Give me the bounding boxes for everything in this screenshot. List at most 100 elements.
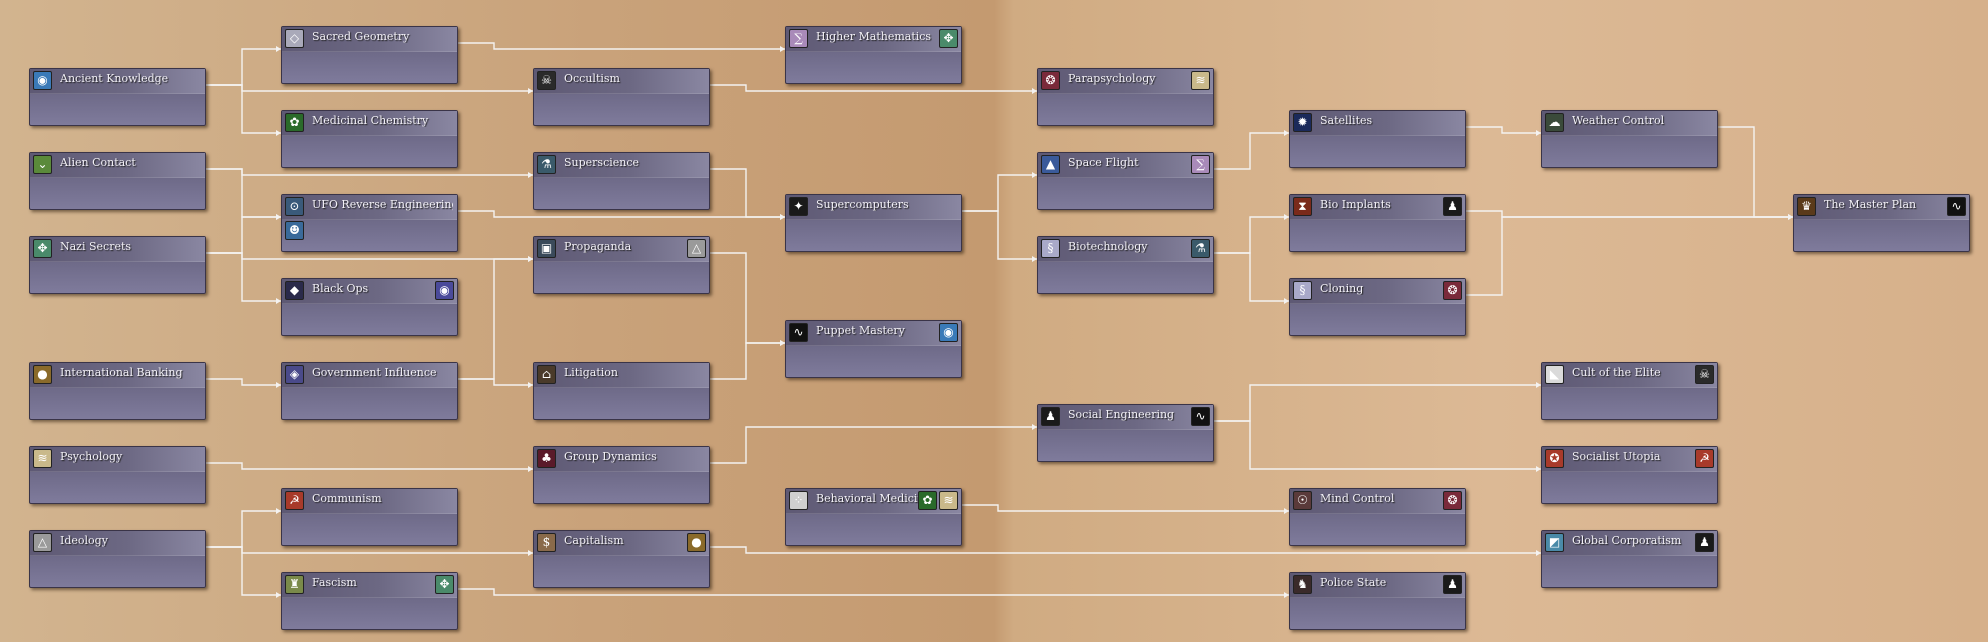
tech-node-bio-implants[interactable]: ⧗Bio Implants♟: [1289, 194, 1466, 252]
tech-node-the-master-plan[interactable]: ♛The Master Plan∿: [1793, 194, 1970, 252]
tech-node-alien-contact[interactable]: ⌄Alien Contact: [29, 152, 206, 210]
tech-node-occultism[interactable]: ☠Occultism: [533, 68, 710, 126]
coin-icon: ●: [33, 365, 52, 384]
tech-node-black-ops[interactable]: ◆Black Ops◉: [281, 278, 458, 336]
tech-node-ideology[interactable]: △ Ideology: [29, 530, 206, 588]
tech-node-header: [1542, 111, 1717, 136]
link-capitalism-to-global-corporatism: [710, 546, 1541, 554]
lab-icon: ⚗: [1191, 239, 1210, 258]
link-occultism-to-parapsychology: [710, 84, 1037, 92]
ufo-icon: ⊙: [285, 197, 304, 216]
tech-node-global-corporatism[interactable]: ◩Global Corporatism♟: [1541, 530, 1718, 588]
hammer-sickle-icon: ☭: [1695, 449, 1714, 468]
tech-node-header: [534, 153, 709, 178]
tech-node-name: Occultism: [564, 72, 620, 85]
tech-node-name: Sacred Geometry: [312, 30, 410, 43]
link-satellites-to-weather-control: [1466, 126, 1541, 134]
tech-node-capitalism[interactable]: $Capitalism●: [533, 530, 710, 588]
tech-node-medicinal-chemistry[interactable]: ✿Medicinal Chemistry: [281, 110, 458, 168]
link-group-dynamics-to-social-engineering: [710, 426, 1037, 464]
tech-node-group-dynamics[interactable]: ♣Group Dynamics: [533, 446, 710, 504]
tech-node-nazi-secrets[interactable]: ✥Nazi Secrets: [29, 236, 206, 294]
tech-node-name: Supercomputers: [816, 198, 909, 211]
tech-node-parapsychology[interactable]: ❂Parapsychology≋: [1037, 68, 1214, 126]
tech-node-name: Superscience: [564, 156, 640, 169]
tech-node-header: [282, 363, 457, 388]
tech-node-cloning[interactable]: §Cloning❂: [1289, 278, 1466, 336]
tech-node-behavioral-medicine[interactable]: ⁘Behavioral Medicine≋✿: [785, 488, 962, 546]
tech-node-superscience[interactable]: ⚗Superscience: [533, 152, 710, 210]
nazi-emblem-icon: ✥: [939, 29, 958, 48]
tech-node-header: [1542, 363, 1717, 388]
tech-node-name: Police State: [1320, 576, 1387, 589]
tech-node-higher-mathematics[interactable]: ∑Higher Mathematics✥: [785, 26, 962, 84]
link-ancient-knowledge-to-occultism: [206, 84, 533, 92]
tech-node-name: Fascism: [312, 576, 357, 589]
link-litigation-to-puppet-mastery: [710, 342, 785, 380]
tech-node-header: [30, 363, 205, 388]
tech-node-header: [1542, 531, 1717, 556]
tech-node-name: Capitalism: [564, 534, 624, 547]
link-biotechnology-to-cloning: [1214, 252, 1289, 302]
tech-node-social-engineering[interactable]: ♟Social Engineering∿: [1037, 404, 1214, 462]
tech-node-psychology[interactable]: ≋Psychology: [29, 446, 206, 504]
tech-node-weather-control[interactable]: ☁Weather Control: [1541, 110, 1718, 168]
tech-node-supercomputers[interactable]: ✦Supercomputers: [785, 194, 962, 252]
link-international-banking-to-government-influence: [206, 378, 281, 386]
tech-node-police-state[interactable]: ♞Police State♟: [1289, 572, 1466, 630]
chart-line-icon: ∿: [1947, 197, 1966, 216]
tech-node-header: [30, 69, 205, 94]
tech-node-header: [1038, 237, 1213, 262]
tech-node-government-influence[interactable]: ◈Government Influence: [281, 362, 458, 420]
tech-node-communism[interactable]: ☭Communism: [281, 488, 458, 546]
tech-node-name: Ancient Knowledge: [60, 72, 169, 85]
fascism-figure-icon: ♜: [285, 575, 304, 594]
tech-node-name: Biotechnology: [1068, 240, 1148, 253]
tech-node-ufo-reverse-engineering[interactable]: ⊙UFO Reverse Engineering☻: [281, 194, 458, 252]
tech-node-biotechnology[interactable]: §Biotechnology⚗: [1037, 236, 1214, 294]
chart-line-icon: ∿: [1191, 407, 1210, 426]
tech-node-name: Behavioral Medicine: [816, 492, 932, 505]
tech-node-header: [1290, 195, 1465, 220]
tech-node-header: [282, 111, 457, 136]
tech-node-sacred-geometry[interactable]: ◇Sacred Geometry: [281, 26, 458, 84]
skull-icon: ☠: [1695, 365, 1714, 384]
tech-node-name: Satellites: [1320, 114, 1373, 127]
link-social-engineering-to-socialist-utopia: [1214, 420, 1541, 470]
tech-node-space-flight[interactable]: ▲Space Flight∑: [1037, 152, 1214, 210]
tech-node-mind-control[interactable]: ☉Mind Control❂: [1289, 488, 1466, 546]
implant-icon: ⧗: [1293, 197, 1312, 216]
tech-node-header: [786, 321, 961, 346]
tech-node-header: [534, 531, 709, 556]
scroll-icon: ≋: [33, 449, 52, 468]
link-ideology-to-capitalism: [206, 546, 533, 554]
pyramid-icon: △: [33, 533, 52, 552]
tech-node-cult-of-the-elite[interactable]: ◣Cult of the Elite☠: [1541, 362, 1718, 420]
tech-node-header: [30, 447, 205, 472]
crowd-silhouette-icon: ♟: [1041, 407, 1060, 426]
tech-node-satellites[interactable]: ✹Satellites: [1289, 110, 1466, 168]
tech-node-name: Communism: [312, 492, 382, 505]
tech-node-litigation[interactable]: ⌂Litigation: [533, 362, 710, 420]
tech-node-socialist-utopia[interactable]: ✪Socialist Utopia☭: [1541, 446, 1718, 504]
pyramid-icon: △: [687, 239, 706, 258]
tech-node-propaganda[interactable]: ▣Propaganda△: [533, 236, 710, 294]
link-biotechnology-to-bio-implants: [1214, 216, 1289, 254]
storm-icon: ☁: [1545, 113, 1564, 132]
tech-node-puppet-mastery[interactable]: ∿Puppet Mastery◉: [785, 320, 962, 378]
tech-node-header: [1794, 195, 1969, 220]
tech-node-name: Black Ops: [312, 282, 369, 295]
link-nazi-secrets-to-propaganda: [206, 252, 533, 260]
tech-node-fascism[interactable]: ♜Fascism✥: [281, 572, 458, 630]
tech-node-name: Ideology: [60, 534, 108, 547]
tech-node-ancient-knowledge[interactable]: ◉Ancient Knowledge: [29, 68, 206, 126]
tech-node-name: Parapsychology: [1068, 72, 1156, 85]
link-cloning-to-the-master-plan: [1466, 216, 1793, 296]
tech-node-header: [534, 447, 709, 472]
tv-icon: ▣: [537, 239, 556, 258]
tech-node-name: Mind Control: [1320, 492, 1395, 505]
tech-node-name: UFO Reverse Engineering: [312, 198, 453, 211]
link-weather-control-to-the-master-plan: [1718, 126, 1793, 218]
tech-node-header: [1542, 447, 1717, 472]
tech-node-international-banking[interactable]: ●International Banking: [29, 362, 206, 420]
